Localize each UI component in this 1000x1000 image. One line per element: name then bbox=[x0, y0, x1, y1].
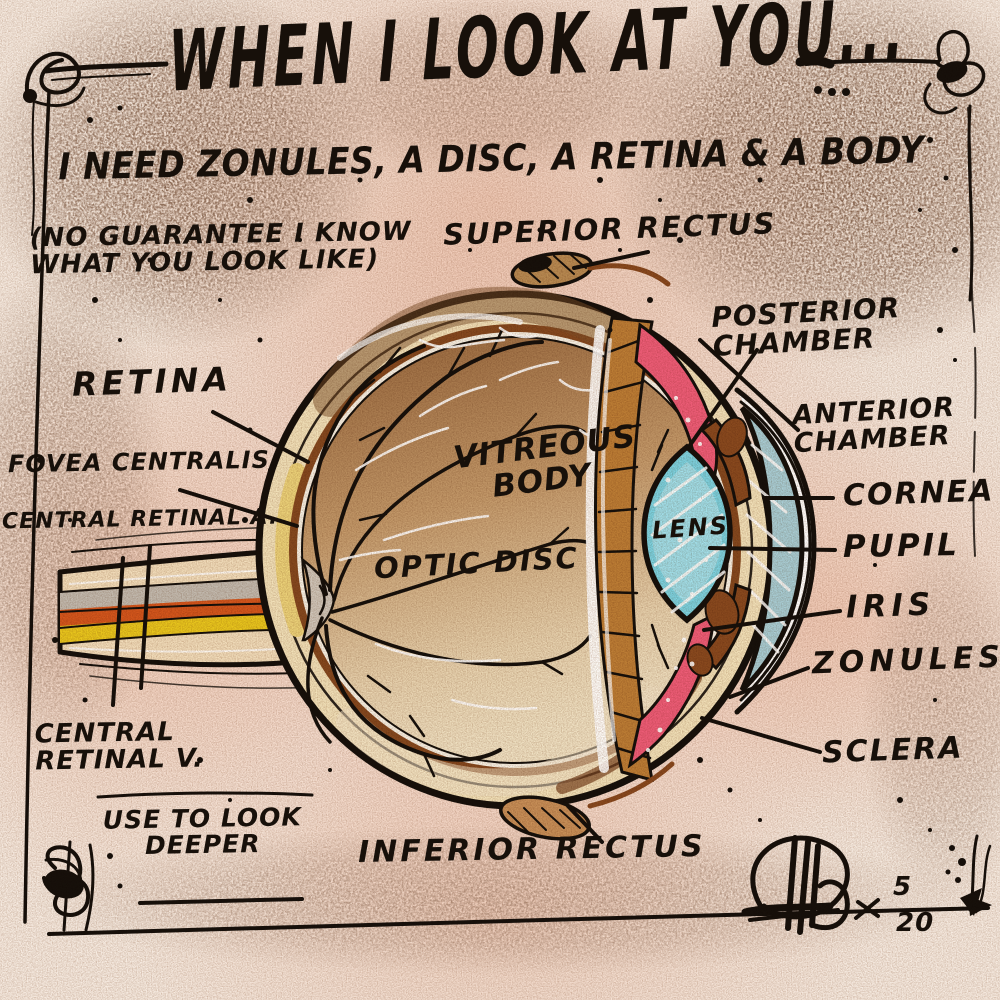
label-retina: RETINA bbox=[71, 359, 233, 404]
label-fovea-centralis: FOVEA CENTRALIS bbox=[7, 445, 271, 479]
label-use-to-look-deeper: USE TO LOOK DEEPER bbox=[102, 802, 302, 861]
label-lens: LENS bbox=[651, 511, 730, 545]
label-zonules: ZONULES bbox=[811, 639, 1000, 682]
label-iris: IRIS bbox=[845, 586, 936, 626]
note-text: (NO GUARANTEE I KNOW WHAT YOU LOOK LIKE) bbox=[29, 216, 412, 281]
label-cornea: CORNEA bbox=[842, 473, 996, 514]
label-sclera: SCLERA bbox=[821, 730, 965, 771]
label-central-retinal-vein: CENTRAL RETINAL V. bbox=[34, 717, 205, 777]
label-pupil: PUPIL bbox=[842, 526, 961, 566]
signature-date-month: 5 bbox=[893, 872, 913, 902]
signature-date-year: 20 bbox=[896, 908, 935, 938]
label-inferior-rectus: INFERIOR RECTUS bbox=[357, 828, 706, 871]
label-anterior-chamber: ANTERIOR CHAMBER bbox=[791, 391, 956, 460]
label-central-retinal-artery: CENTRAL RETINAL A. bbox=[1, 504, 279, 535]
label-posterior-chamber: POSTERIOR CHAMBER bbox=[710, 291, 902, 364]
